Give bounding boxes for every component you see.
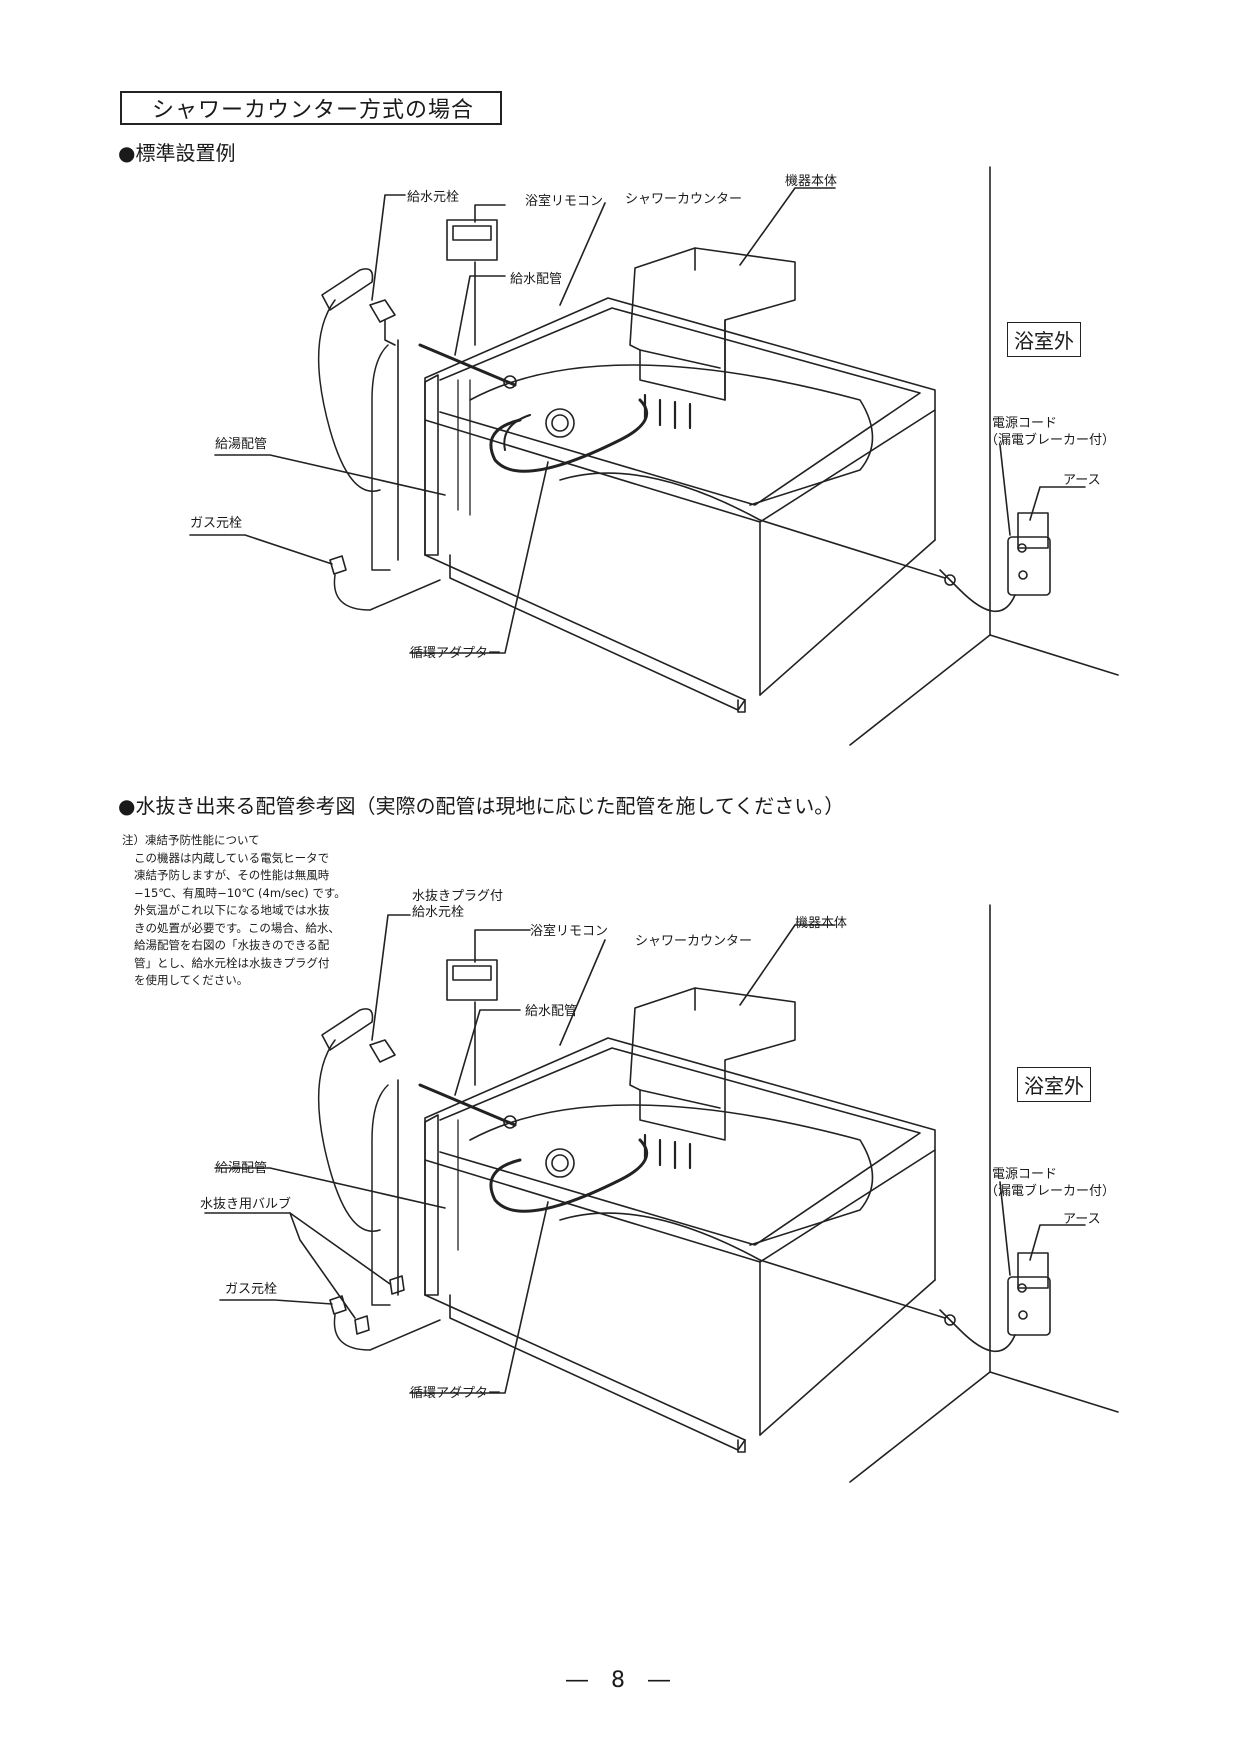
- note-line: 外気温がこれ以下になる地域では水抜: [134, 903, 330, 917]
- label-earth: アース: [1063, 1212, 1101, 1227]
- note-line: −15℃、有風時−10℃ (4m/sec) です。: [134, 885, 346, 900]
- label-breaker-note: （漏電ブレーカー付）: [985, 433, 1116, 448]
- section-heading-drainable: ●水抜き出来る配管参考図（実際の配管は現地に応じた配管を施してください。）: [118, 794, 845, 818]
- label-bath-remote: 浴室リモコン: [530, 924, 609, 939]
- freeze-prevention-note: 注）凍結予防性能について この機器は内蔵している電気ヒータで 凍結予防しますが、…: [122, 832, 362, 990]
- label-shower-counter: シャワーカウンター: [625, 192, 743, 207]
- label-power-cord: 電源コード: [992, 416, 1058, 431]
- note-line: 凍結予防しますが、その性能は無風時: [134, 868, 330, 882]
- label-circulation-adapter: 循環アダプター: [410, 646, 502, 661]
- label-water-pipe: 給水配管: [525, 1004, 578, 1019]
- label-main-unit: 機器本体: [785, 174, 838, 189]
- label-outside-bathroom: 浴室外: [1007, 322, 1081, 357]
- label-main-unit: 機器本体: [795, 916, 848, 931]
- label-power-cord: 電源コード: [992, 1167, 1058, 1182]
- label-supply-valve: 給水元栓: [407, 190, 460, 205]
- page-title: シャワーカウンター方式の場合: [120, 91, 502, 125]
- page-number: ― 8 ―: [566, 1668, 678, 1693]
- label-gas-valve: ガス元栓: [190, 516, 243, 531]
- label-hot-water-pipe: 給湯配管: [215, 437, 268, 452]
- label-water-pipe: 給水配管: [510, 272, 563, 287]
- note-line: 給湯配管を右図の「水抜きのできる配: [134, 938, 330, 952]
- label-breaker-note: （漏電ブレーカー付）: [985, 1184, 1116, 1199]
- section-heading-standard: ●標準設置例: [118, 141, 236, 165]
- note-line: 管」とし、給水元栓は水抜きプラグ付: [134, 955, 330, 970]
- label-supply-valve: 給水元栓: [412, 905, 465, 920]
- note-line: この機器は内蔵している電気ヒータで: [134, 850, 330, 865]
- label-drain-valve: 水抜き用バルブ: [200, 1197, 292, 1212]
- label-shower-counter: シャワーカウンター: [635, 934, 753, 949]
- label-outside-bathroom: 浴室外: [1017, 1067, 1091, 1102]
- label-circulation-adapter: 循環アダプター: [410, 1386, 502, 1401]
- note-line: 注）凍結予防性能について: [122, 833, 260, 847]
- label-bath-remote: 浴室リモコン: [525, 194, 604, 209]
- label-hot-water-pipe: 給湯配管: [215, 1161, 268, 1176]
- note-line: を使用してください。: [134, 973, 249, 987]
- note-line: きの処置が必要です。この場合、給水、: [134, 920, 340, 935]
- label-gas-valve: ガス元栓: [225, 1282, 278, 1297]
- label-drain-plug: 水抜きプラグ付: [412, 889, 504, 904]
- label-earth: アース: [1063, 473, 1101, 488]
